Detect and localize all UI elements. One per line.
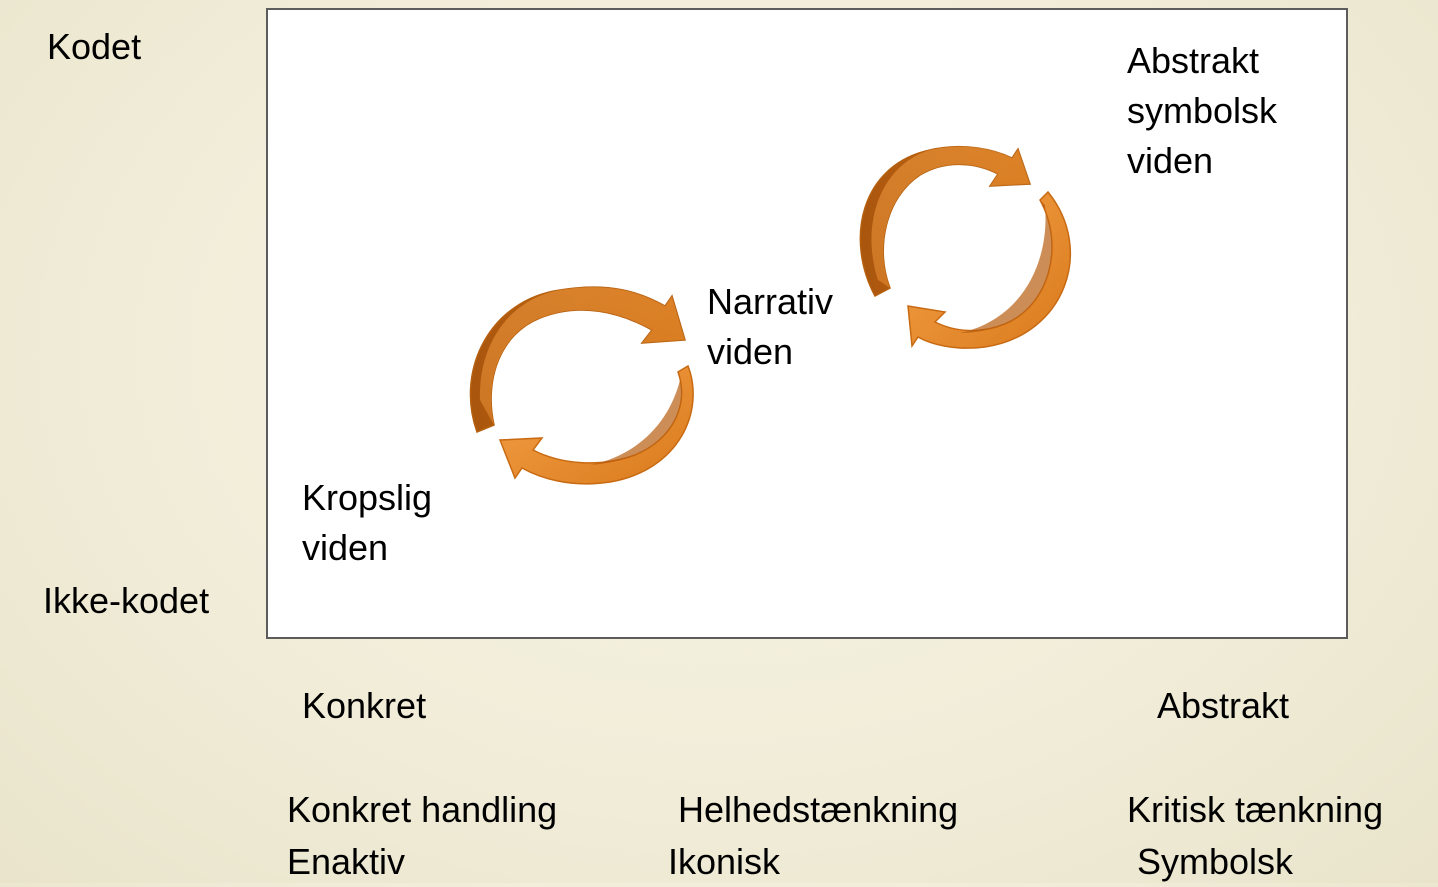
node-bodily-knowledge: Kropslig viden — [302, 477, 433, 568]
cycle-arrows-icon — [469, 286, 694, 485]
y-axis-top-label: Kodet — [47, 26, 142, 67]
footer-col2-line2: Ikonisk — [668, 841, 781, 882]
footer-col1-line2: Enaktiv — [287, 841, 406, 882]
footer-col1-line1: Konkret handling — [287, 789, 558, 830]
y-axis-bottom-label: Ikke-kodet — [43, 580, 210, 621]
footer-col2-line1: Helhedstænkning — [678, 789, 959, 830]
x-axis-left-label: Konkret — [302, 685, 427, 726]
cycle-arrows-icon — [859, 145, 1072, 349]
diagram-frame — [266, 8, 1348, 639]
node-narrative-knowledge: Narrativ viden — [707, 281, 834, 372]
footer-col3-line1: Kritisk tænkning — [1127, 789, 1384, 830]
node-abstract-symbolic-knowledge: Abstrakt symbolsk viden — [1127, 40, 1278, 181]
x-axis-right-label: Abstrakt — [1157, 685, 1290, 726]
footer-col3-line2: Symbolsk — [1127, 841, 1294, 882]
